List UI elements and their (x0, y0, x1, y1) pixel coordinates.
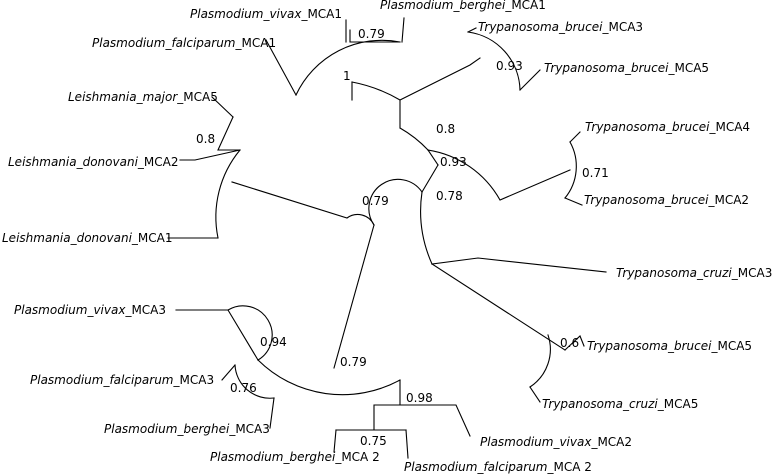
branch-center-arc-right (368, 178, 423, 226)
branch-leishmania-arc (215, 149, 241, 239)
support-value: 0.8 (196, 132, 215, 146)
leaf-label: Trypanosoma_brucei_MCA5 (587, 339, 752, 353)
leaf-label: Trypanosoma_brucei_MCA4 (585, 120, 750, 134)
branch-tbr42-stem (427, 149, 571, 201)
branch-tbr5-tcr5-stem (431, 263, 566, 351)
branch-tbr3 (467, 27, 477, 33)
branch-center-arc-left (231, 181, 375, 226)
leaf-label: Plasmodium_vivax_MCA1 (190, 7, 342, 21)
leaf-label: Plasmodium_berghei_MCA1 (380, 0, 546, 12)
branch-pviv1-pber-arc (349, 29, 401, 43)
leaf-label: Leishmania_major_MCA5 (68, 90, 218, 104)
branch-tbr35-arc (467, 31, 521, 91)
branch-lower-plasmodium-arc (257, 359, 401, 396)
leaf-label: Trypanosoma_cruzi_MCA3 (616, 266, 772, 280)
branch-tbr42-arc (564, 141, 577, 199)
branch-pviv3-sub (227, 305, 273, 361)
branch-pber3 (269, 397, 275, 429)
leaf-label: Plasmodium_falciparum_MCA3 (30, 373, 214, 387)
branch-tryp-top-stem (427, 149, 439, 166)
leaf-label: Leishmania_donovani_MCA2 (8, 155, 178, 169)
support-value: 0.98 (406, 391, 433, 405)
leaf-label: Plasmodium_berghei_MCA3 (104, 422, 270, 436)
branch-center-to-lower-plasmodium (333, 224, 375, 369)
branch-pfal1-arc (295, 39, 401, 96)
branch-tbr5a (519, 69, 541, 91)
branch-tryp-mid (421, 164, 439, 193)
branch-pfal3 (221, 364, 236, 381)
support-value: 0.79 (358, 27, 385, 41)
branch-lmaj5 (211, 96, 234, 118)
branch-top-arc (351, 81, 401, 129)
support-value: 0.71 (582, 166, 609, 180)
leaf-label: Trypanosoma_brucei_MCA2 (584, 193, 749, 207)
leaf-label: Plasmodium_berghei_MCA 2 (210, 450, 380, 464)
branch-pviv2-clade (399, 379, 471, 437)
branch-pber2 (333, 429, 337, 453)
branch-tryp-low-arc (420, 191, 433, 265)
leaf-label: Trypanosoma_brucei_MCA5 (544, 61, 709, 75)
leaf-label: Plasmodium_vivax_MCA2 (480, 435, 632, 449)
support-value: 0.78 (436, 189, 463, 203)
branch-pviv3-clade-stem (175, 309, 259, 361)
support-value: 0.8 (436, 122, 455, 136)
branch-tbr35-stem (399, 57, 481, 101)
support-value: 0.79 (362, 194, 389, 208)
leaf-label: Trypanosoma_cruzi_MCA5 (542, 397, 698, 411)
support-value: 0.76 (230, 381, 257, 395)
support-value: 0.93 (496, 59, 523, 73)
support-value: 0.6 (560, 336, 579, 350)
tree-branches (167, 17, 607, 459)
branch-pfal2 (405, 429, 409, 459)
branch-tryp-top-arc (399, 127, 429, 151)
leaf-label: Plasmodium_vivax_MCA3 (14, 303, 166, 317)
branch-tcr5 (529, 386, 541, 403)
support-value: 1 (343, 69, 351, 83)
branch-pber1 (401, 17, 405, 43)
leaf-label: Leishmania_donovani_MCA1 (2, 231, 172, 245)
branch-leish-sub (217, 116, 241, 151)
branch-tbr4 (569, 131, 581, 143)
support-value: 0.94 (260, 335, 287, 349)
branch-ldon2 (179, 149, 241, 161)
branch-pfal3-pber3-arc (234, 364, 275, 399)
leaf-label: Trypanosoma_brucei_MCA3 (478, 20, 643, 34)
branch-pber2-pfal2-stem (373, 404, 401, 431)
support-values: 0.79 0.93 1 0.8 0.8 0.71 0.93 0.79 0.78 … (196, 27, 609, 448)
support-value: 0.93 (440, 155, 467, 169)
leaf-label: Plasmodium_falciparum_MCA1 (92, 36, 276, 50)
branch-tbr5-tcr5-arc (529, 334, 551, 388)
branch-tcr3 (431, 257, 607, 273)
branch-tbr2 (564, 197, 583, 206)
support-value: 0.75 (360, 434, 387, 448)
branch-tbr5b (564, 335, 585, 351)
leaf-label: Plasmodium_falciparum_MCA 2 (404, 460, 592, 474)
branch-pfal1 (265, 39, 297, 96)
support-value: 0.79 (340, 355, 367, 369)
